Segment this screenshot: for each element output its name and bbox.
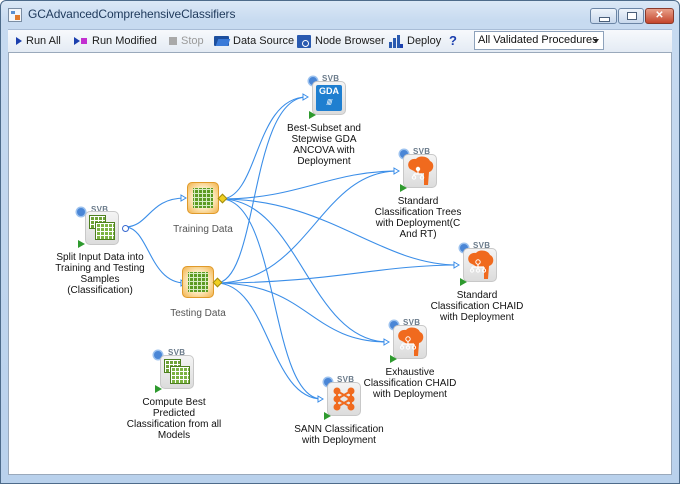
svb-badge: SVB [337, 375, 355, 384]
deploy-icon [389, 34, 403, 48]
window-title: GCAdvancedComprehensiveClassifiers [28, 7, 236, 21]
connection-training-trees [220, 170, 399, 200]
connections-layer [124, 93, 460, 403]
input-port-sann [317, 395, 324, 403]
connection-training-gda [220, 96, 308, 200]
chevron-down-icon [593, 39, 599, 43]
node-label: Testing Data [170, 308, 226, 319]
run-modified-label: Run Modified [92, 35, 157, 47]
spreadsheet-front [170, 366, 190, 384]
help-button[interactable]: ? [449, 33, 457, 48]
connection-testing-exchaid [215, 282, 389, 343]
restore-icon [627, 12, 637, 20]
run-node-icon[interactable] [390, 355, 397, 363]
run-all-label: Run All [26, 35, 61, 47]
play-icon [16, 37, 22, 46]
connection-training-exchaid [220, 198, 389, 343]
svb-badge: SVB [473, 241, 491, 250]
stop-button[interactable]: Stop [169, 33, 204, 49]
connection-split-training [124, 197, 186, 228]
tree-icon [463, 248, 497, 282]
data-table-icon [182, 266, 214, 298]
input-port-trees [393, 167, 400, 175]
procedure-filter-dropdown[interactable]: All Validated Procedures [474, 31, 604, 50]
folder-icon [214, 36, 229, 47]
node-browser-label: Node Browser [315, 35, 385, 47]
data-table-icon [187, 182, 219, 214]
close-icon: ✕ [655, 10, 664, 21]
run-node-icon[interactable] [309, 111, 316, 119]
procedure-filter-value: All Validated Procedures [478, 34, 598, 46]
close-button[interactable]: ✕ [645, 8, 674, 24]
gear-icon [77, 208, 85, 216]
node-browser-button[interactable]: Node Browser [297, 33, 385, 49]
title-bar[interactable]: GCAdvancedComprehensiveClassifiers ✕ [1, 1, 679, 28]
run-modified-icon [74, 36, 88, 46]
svb-badge: SVB [403, 318, 421, 327]
toolbar: Run All Run Modified Stop Data Source No… [8, 29, 672, 52]
node-browser-icon [297, 34, 311, 48]
run-node-icon[interactable] [78, 240, 85, 248]
gear-icon [154, 351, 162, 359]
run-node-icon[interactable] [400, 184, 407, 192]
run-node-icon[interactable] [155, 385, 162, 393]
spreadsheet-icon [160, 355, 194, 389]
connection-split-testing [124, 226, 186, 284]
connection-training-sann [220, 198, 323, 400]
svb-badge: SVB [322, 74, 340, 83]
gda-icon-tile: GDA//// [312, 81, 346, 115]
connection-training-chaid [220, 198, 459, 266]
stop-icon [169, 37, 177, 46]
run-all-button[interactable]: Run All [16, 33, 61, 49]
deploy-label: Deploy [407, 35, 442, 47]
restore-button[interactable] [618, 8, 644, 24]
node-label: Training Data [173, 224, 233, 235]
run-modified-button[interactable]: Run Modified [74, 33, 157, 49]
minimize-icon [599, 17, 610, 22]
spreadsheet-front [95, 222, 115, 240]
tree-icon [393, 325, 427, 359]
svb-badge: SVB [91, 205, 109, 214]
run-node-icon[interactable] [460, 278, 467, 286]
connection-testing-sann [215, 282, 323, 400]
neural-network-icon [327, 382, 361, 416]
spreadsheet-icon [85, 211, 119, 245]
connection-testing-gda [215, 96, 308, 284]
gda-icon: GDA//// [316, 85, 342, 111]
connection-testing-trees [215, 170, 399, 284]
minimize-button[interactable] [590, 8, 617, 24]
stop-label: Stop [181, 35, 204, 47]
data-source-button[interactable]: Data Source [214, 33, 294, 49]
output-port[interactable] [122, 225, 129, 232]
input-port-training [180, 194, 187, 202]
deploy-button[interactable]: Deploy [389, 33, 441, 49]
tree-icon [403, 154, 437, 188]
input-port-chaid [453, 261, 460, 269]
svb-badge: SVB [168, 348, 186, 357]
connection-testing-chaid [215, 264, 459, 284]
input-port-exchaid [383, 338, 390, 346]
input-port-gda [302, 93, 309, 101]
run-node-icon[interactable] [324, 412, 331, 420]
app-icon [8, 8, 22, 22]
data-source-label: Data Source [233, 35, 295, 47]
svb-badge: SVB [413, 147, 431, 156]
